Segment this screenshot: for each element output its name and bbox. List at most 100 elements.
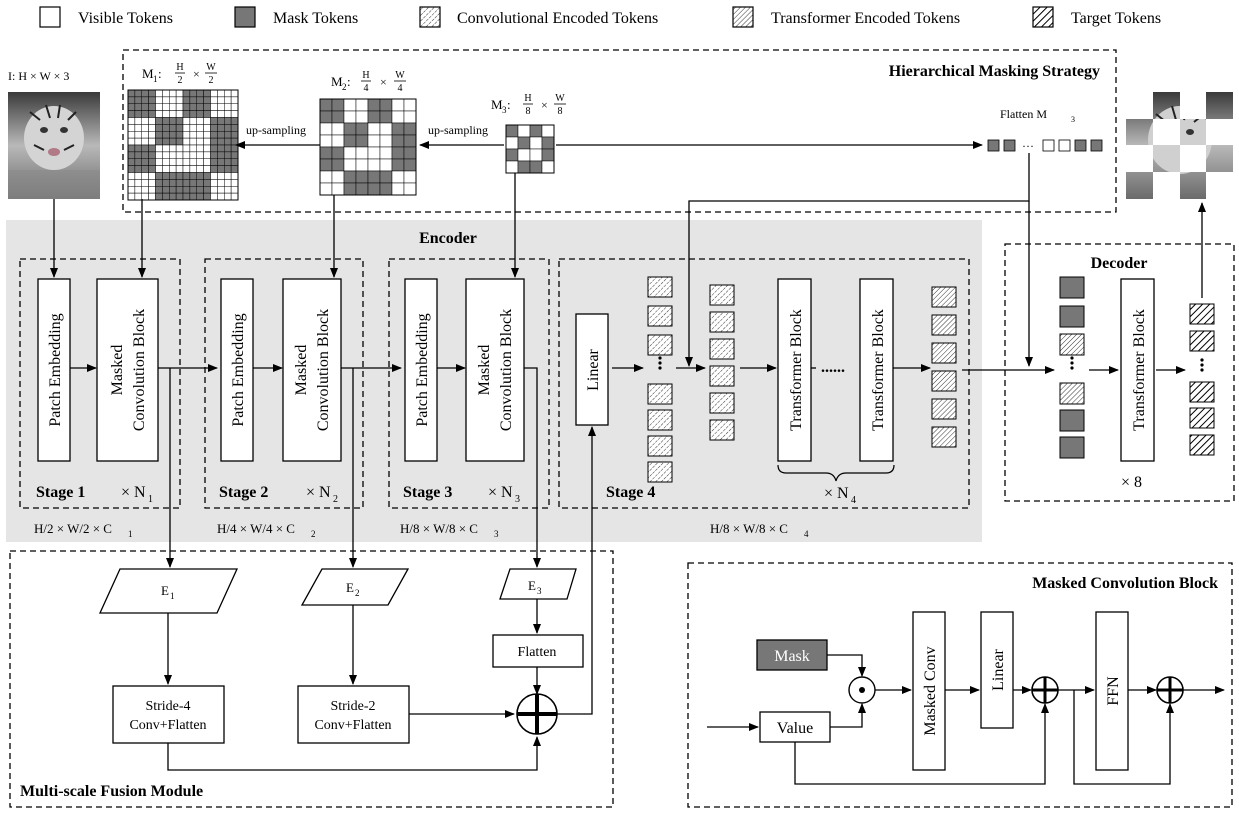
stage3-times: × N [488, 484, 513, 501]
masking-title: Hierarchical Masking Strategy [889, 63, 1100, 80]
mask-cell [175, 192, 184, 201]
mask-cell [367, 110, 381, 124]
mask-cell [196, 137, 204, 146]
mask-cell [367, 134, 381, 148]
mask-cell [403, 170, 417, 184]
stage3-n-sub: 3 [515, 494, 520, 505]
mask-cell [541, 124, 555, 138]
mask-cell [169, 117, 177, 125]
token [1059, 305, 1085, 328]
mask-cell [162, 96, 170, 104]
mask-cell [541, 148, 555, 162]
mask-cell [127, 172, 136, 180]
mask-cell [217, 89, 225, 98]
mask-cell [230, 103, 239, 111]
mask-cell [189, 172, 197, 180]
svg-text:×: × [380, 75, 387, 89]
token [1059, 436, 1085, 459]
stage2-n-sub: 2 [333, 494, 338, 505]
mask-cell [169, 151, 177, 159]
mask-cell [175, 144, 184, 153]
e3-label: E [528, 578, 536, 593]
mask-cell [155, 117, 163, 125]
mask-cell [210, 110, 218, 118]
mask-cell [148, 131, 156, 139]
mask-cell [175, 172, 184, 180]
stage4-linear [575, 313, 609, 426]
mask-cell [162, 192, 170, 201]
stage3-masked-label-2: Convolution Block [498, 309, 515, 431]
mask-cell [217, 137, 225, 146]
mask-cell [203, 165, 211, 173]
mask-cell [141, 117, 149, 125]
mask-cell [224, 172, 232, 180]
mask-cell [203, 172, 211, 180]
mask-cell [210, 172, 218, 180]
mask-cell [141, 110, 149, 118]
e3-sub: 3 [537, 586, 542, 596]
stage2-times: × N [306, 484, 331, 501]
mask-cell [134, 144, 142, 153]
mcb-ffn [1095, 611, 1129, 771]
mask-cell [141, 158, 149, 166]
mask-cell [134, 165, 142, 173]
mask-cell [210, 192, 218, 201]
mask-cell [403, 182, 417, 196]
mask-cell [230, 137, 239, 146]
legend-mask-label: Mask Tokens [273, 10, 358, 27]
mask-cell [343, 146, 357, 160]
mask-cell [217, 96, 225, 104]
mask-cell [175, 131, 184, 139]
mask-cell [169, 179, 177, 187]
token [647, 409, 673, 431]
token [709, 365, 735, 387]
mask-cell [182, 89, 191, 98]
mask-cell [224, 103, 232, 111]
mask-cell [224, 117, 232, 125]
mask-cell [343, 134, 357, 148]
input-label: I: H × W × 3 [8, 69, 69, 83]
mask-cell [224, 186, 232, 194]
svg-text:1: 1 [153, 74, 158, 84]
stage1-times: × N [121, 484, 146, 501]
mask-cell [127, 179, 136, 187]
stage4-transformer-label-1: Transformer Block [788, 309, 805, 431]
token [709, 311, 735, 333]
dim-label-stage3: H/8 × W/8 × C 3 [400, 521, 499, 539]
output-masked-tiger-image [1126, 92, 1233, 199]
stage2-box [204, 258, 364, 509]
mask-cell [203, 192, 211, 201]
mask-cell [217, 158, 225, 166]
mask-cell [182, 117, 191, 125]
mcb-title: Masked Convolution Block [1032, 575, 1218, 592]
mask-cell [169, 131, 177, 139]
svg-text::: : [507, 97, 511, 112]
svg-text:2: 2 [178, 75, 183, 86]
token [1189, 330, 1215, 352]
stage4-ellipsis: ...... [821, 359, 845, 376]
mask-cell [196, 158, 204, 166]
mask-cell [230, 117, 239, 125]
stage1-patch-embedding-label: Patch Embedding [47, 313, 64, 426]
mask-cell [148, 192, 156, 201]
svg-text::: : [347, 74, 351, 89]
mask-cell [155, 124, 163, 132]
encoder-title: Encoder [419, 230, 477, 247]
mcb-masked-conv [912, 611, 946, 771]
stage3-box [388, 258, 550, 509]
mask-cell [403, 134, 417, 148]
mask-cell [224, 151, 232, 159]
mask-cell [217, 103, 225, 111]
mask-cell [134, 179, 142, 187]
mask-cell [148, 103, 156, 111]
mask-cell [403, 146, 417, 160]
mask-cell [148, 158, 156, 166]
mask-cell [203, 151, 211, 159]
mask-cell [169, 144, 177, 153]
svg-text:4: 4 [364, 83, 369, 94]
mask-cell [134, 137, 142, 146]
mask-cell [196, 172, 204, 180]
mask-cell [148, 124, 156, 132]
mask-cell [162, 179, 170, 187]
mask-cell [127, 110, 136, 118]
